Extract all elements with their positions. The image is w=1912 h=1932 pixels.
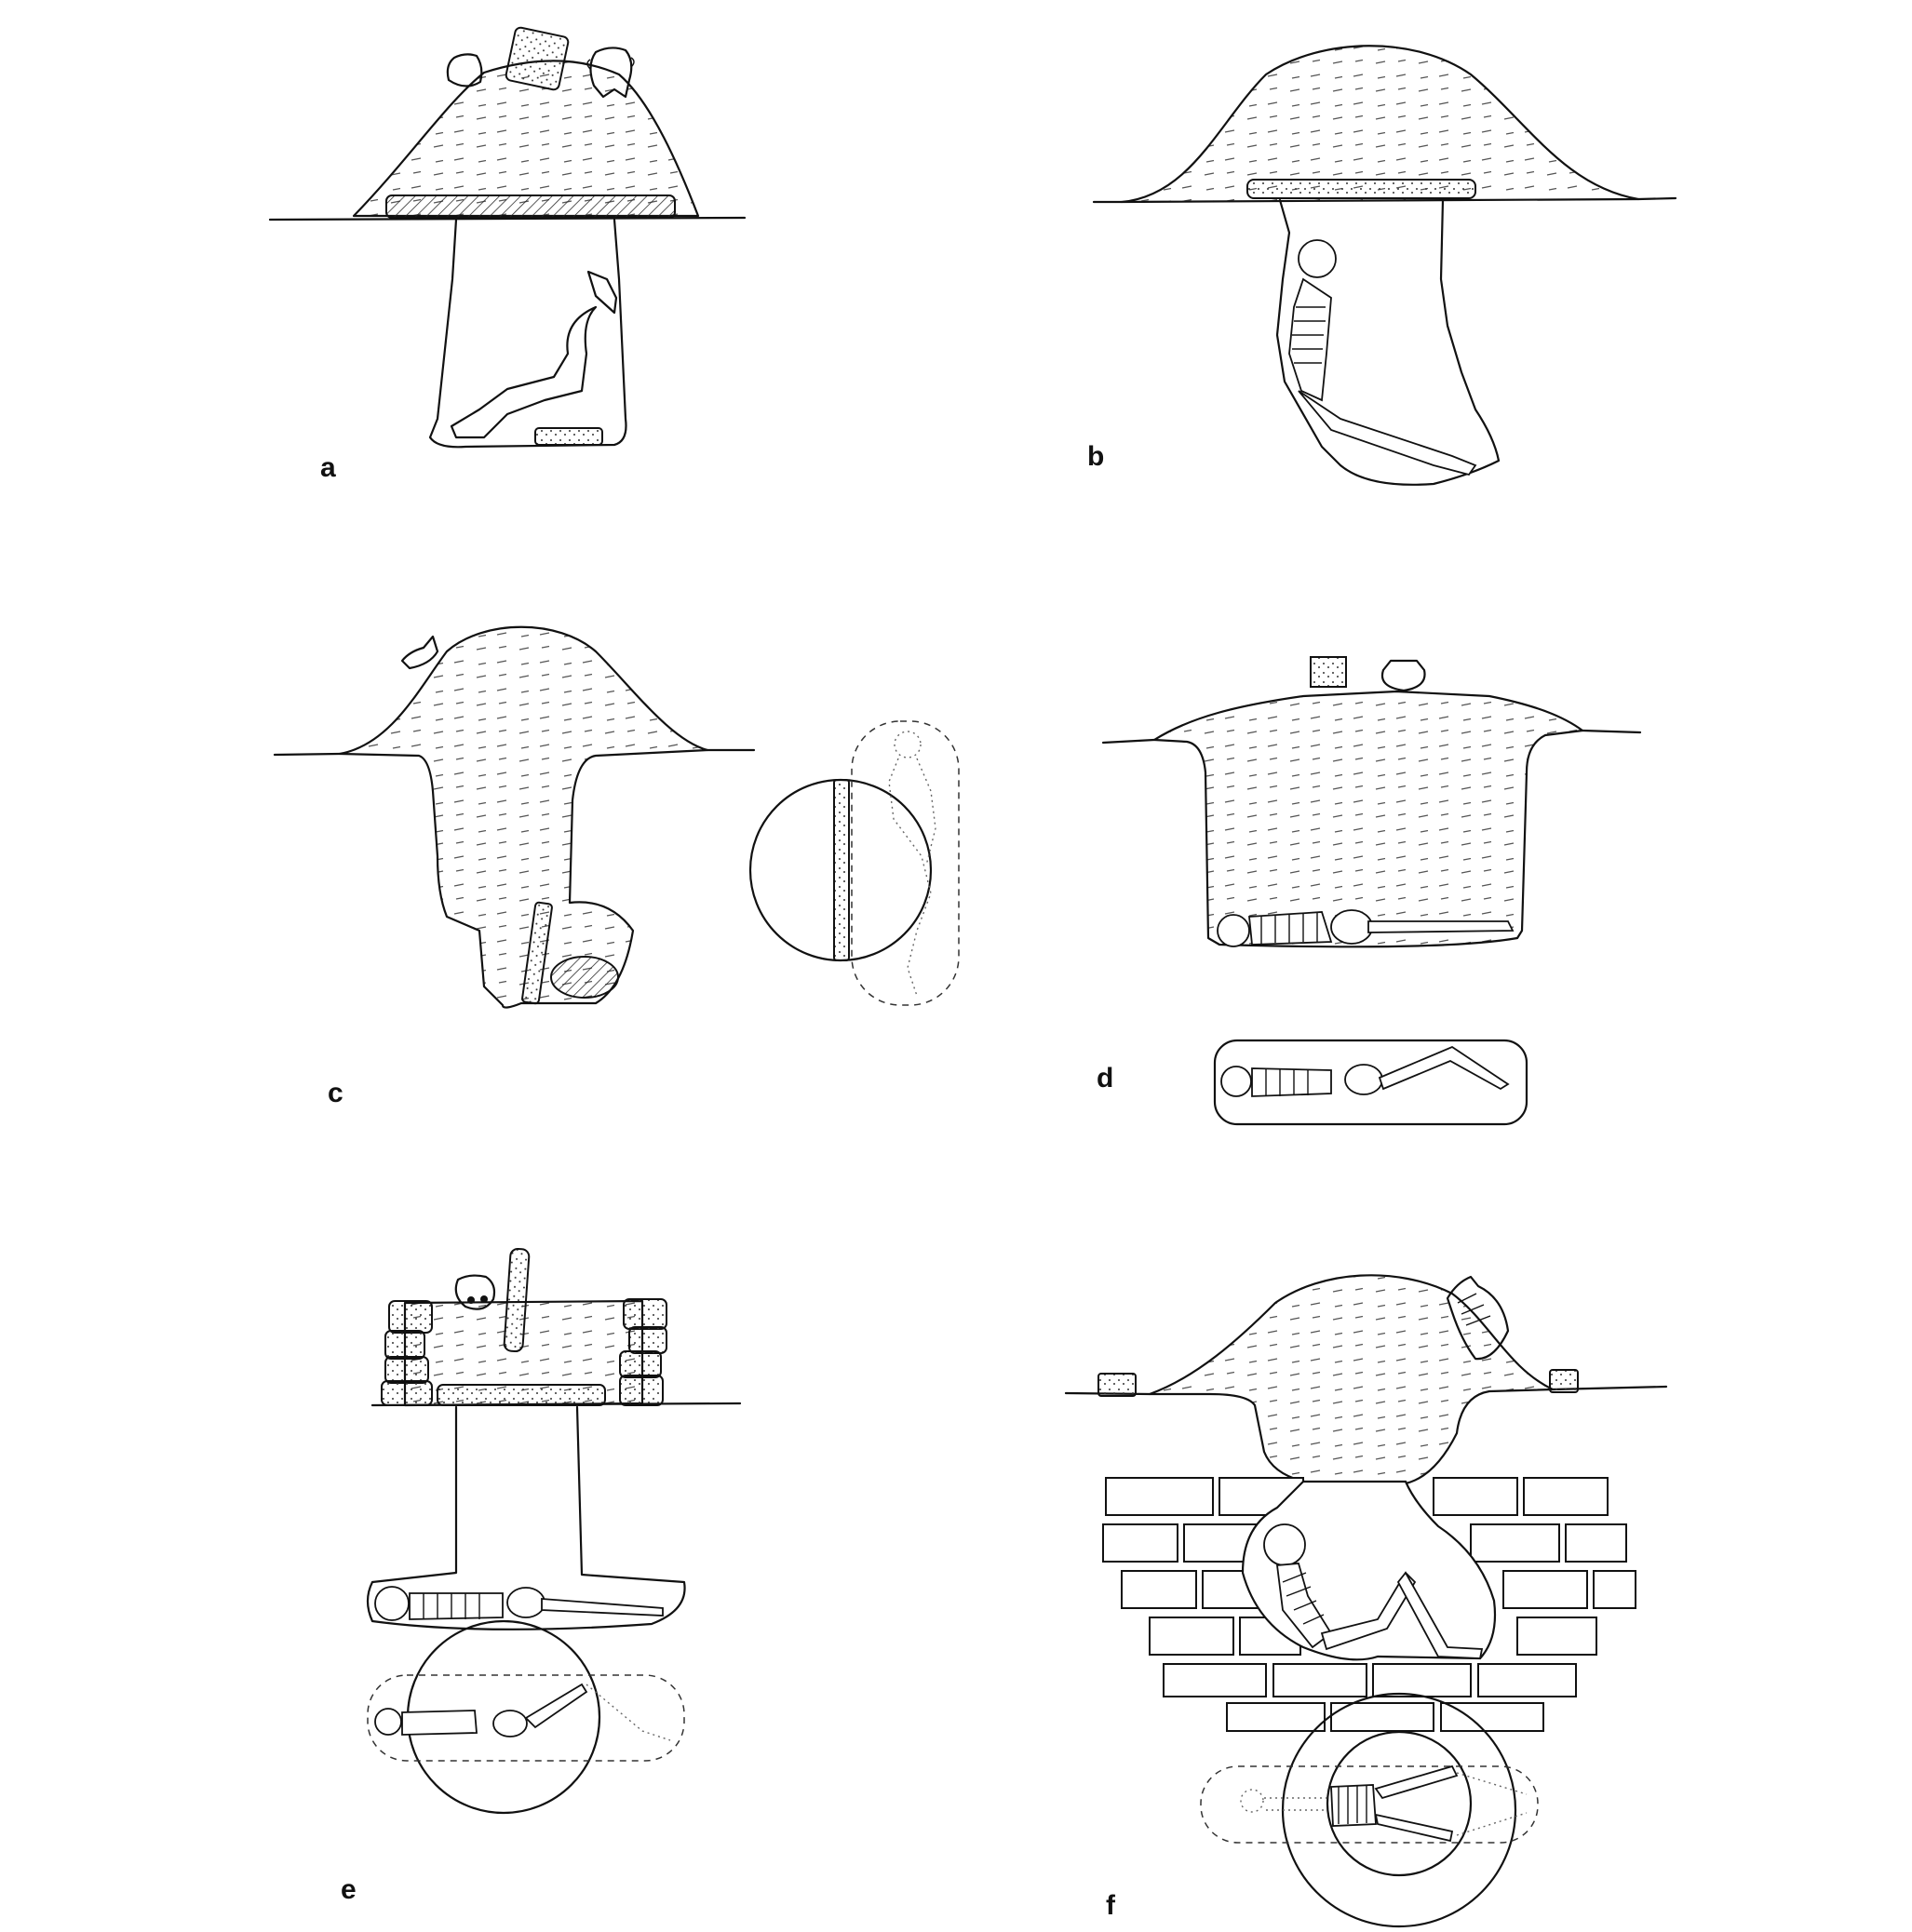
burial-mound-and-shaft [1148,1274,1555,1486]
stone-block [505,26,570,91]
amphora [1446,1275,1510,1361]
stone-block [534,427,603,446]
ground-line [1101,738,1156,745]
cover-slab [385,195,676,219]
panel-c: c [273,625,960,1108]
panel-label-d: d [1097,1063,1113,1093]
panel-d: d [1097,656,1642,1126]
brick-wall [1102,1477,1636,1732]
skeleton-plan [374,1683,671,1741]
flexed-skeleton [1263,1523,1484,1659]
pottery-vessel-right [586,47,635,99]
grave-outline-plan [1213,1039,1528,1126]
ground-line [273,752,342,757]
grave-outline-plan [851,720,960,1006]
panel-label-a: a [320,452,336,483]
supine-skeleton [374,1586,664,1621]
stone-block [1549,1369,1579,1393]
crouched-remains [550,956,619,999]
skeleton-plan [1220,1045,1510,1097]
skeleton [1288,239,1477,476]
ground-line [1636,196,1677,201]
panel-label-f: f [1106,1890,1116,1921]
panel-b: b [1087,45,1677,486]
ground-line [1581,729,1642,734]
grave-outline-plan [1200,1765,1539,1844]
burial-shaft [1275,198,1501,486]
supine-skeleton [1217,909,1515,947]
stone-wall-left [381,1300,433,1406]
grave-outline-plan [367,1674,685,1762]
stone-slab-plan [833,779,850,961]
burial-shaft [428,218,627,449]
pottery-vessel [1380,659,1426,692]
cover-slab [1246,179,1476,199]
pottery-vessel-left [446,53,483,87]
stone-block [1097,1373,1137,1397]
burial-mound [1120,45,1640,204]
panel-label-c: c [328,1078,343,1108]
stone-wall-right [619,1298,667,1406]
panel-e: e [341,1247,742,1905]
inner-plan-circle [1326,1730,1473,1877]
skeleton-plan [1240,1764,1528,1843]
burial-mound-and-shaft [338,625,709,1009]
stone-slab [521,901,553,1005]
pottery-vessel [454,1274,496,1310]
panel-label-e: e [341,1874,357,1905]
skeleton-plan [888,731,936,997]
panel-f: f [1064,1274,1668,1928]
standing-stone [503,1247,531,1353]
burial-shaft [366,1405,686,1630]
burial-mound-and-shaft [1152,690,1584,948]
cover-slab [437,1384,606,1406]
seated-burial-figure [450,270,618,439]
pottery-fragment [400,635,439,670]
panel-label-b: b [1087,441,1104,472]
panel-a: a [268,26,747,483]
stone-block [1310,656,1347,688]
